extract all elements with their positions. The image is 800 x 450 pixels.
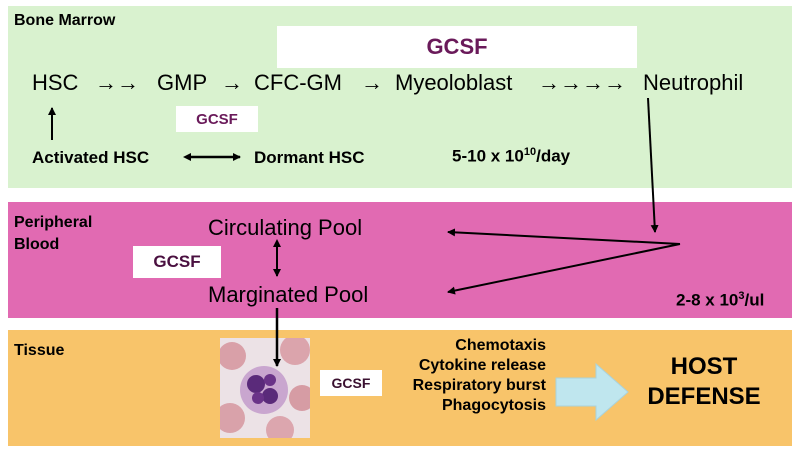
gcsf-top-box: GCSF: [277, 26, 637, 68]
function-item: Phagocytosis: [441, 397, 546, 414]
arrows-myeloblast-neutrophil: →→→→: [538, 70, 626, 95]
gcsf-tissue-box: GCSF: [320, 370, 382, 396]
marginated-pool-label: Marginated Pool: [208, 282, 369, 307]
host-defense-arrow: [555, 362, 629, 422]
bone-marrow-label: Bone Marrow: [14, 12, 116, 29]
gcsf-tissue-label: GCSF: [331, 375, 371, 391]
function-item: Chemotaxis: [455, 337, 546, 354]
blood-count-label: 2-8 x 103/ul: [676, 290, 765, 310]
activated-hsc-label: Activated HSC: [32, 148, 150, 167]
tissue-functions-list: Chemotaxis Cytokine release Respiratory …: [386, 336, 546, 416]
arrow-to-marginated: [447, 243, 681, 295]
arrow-neutrophil-down: [647, 97, 659, 233]
gcsf-top-label: GCSF: [426, 34, 488, 59]
arrow-to-circulating: [447, 228, 681, 245]
arrow-hsc-gmp: →→: [95, 70, 139, 95]
neutrophil-micrograph: [220, 338, 310, 438]
hsc-label: HSC: [32, 70, 79, 95]
production-rate-label: 5-10 x 1010/day: [452, 146, 571, 166]
gcsf-blood-box: GCSF: [133, 246, 221, 278]
cfc-gm-label: CFC-GM: [254, 70, 342, 95]
peripheral-blood-label: Peripheral Blood: [14, 214, 93, 253]
circulating-pool-label: Circulating Pool: [208, 215, 363, 240]
myeloblast-label: Myeoloblast: [395, 70, 513, 95]
gmp-label: GMP: [157, 70, 208, 95]
neutrophil-label: Neutrophil: [643, 70, 744, 95]
gcsf-small-box: GCSF: [176, 106, 258, 132]
host-defense-label: HOST DEFENSE: [647, 353, 761, 410]
function-item: Respiratory burst: [412, 377, 546, 394]
arrow-gmp-cfc: →: [221, 70, 243, 95]
arrow-cfc-myeloblast: →: [361, 70, 383, 95]
gcsf-blood-label: GCSF: [153, 252, 201, 271]
gcsf-small-label: GCSF: [196, 110, 238, 128]
tissue-label: Tissue: [14, 342, 65, 359]
dormant-hsc-label: Dormant HSC: [254, 148, 365, 167]
tissue-panel: [8, 330, 792, 446]
function-item: Cytokine release: [418, 357, 546, 374]
